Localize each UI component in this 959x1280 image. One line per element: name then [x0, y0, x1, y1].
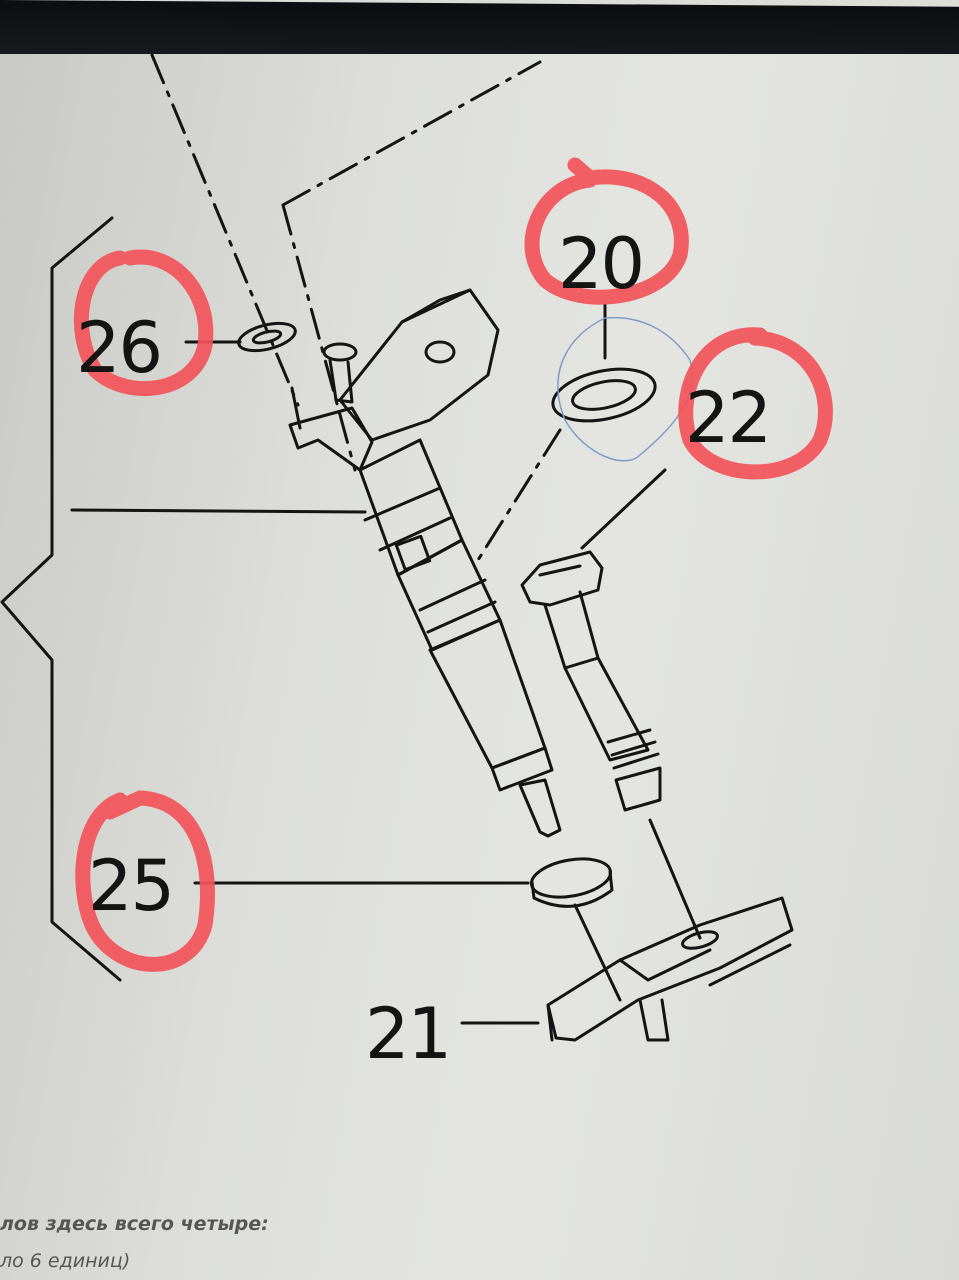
seal-ring-26-inner — [251, 329, 283, 345]
blue-lasso-mark — [557, 316, 693, 462]
highlight-circle-22 — [678, 327, 833, 480]
bolt-22 — [520, 550, 662, 812]
callout-26: 26 — [76, 307, 161, 389]
callout-25: 25 — [88, 845, 173, 927]
axis-line-lower-left — [573, 903, 622, 1002]
caption-line-2: ло 6 единиц) — [0, 1250, 131, 1272]
seal-25 — [529, 857, 613, 899]
seal-25-side — [530, 870, 614, 908]
highlight-circle-20 — [524, 157, 689, 305]
leader-22 — [580, 468, 667, 550]
seal-ring-26 — [237, 321, 297, 353]
axis-line-left — [281, 203, 357, 472]
washer-20 — [551, 367, 657, 423]
axis-line-upper — [281, 60, 542, 207]
axis-line-lower-right — [648, 818, 702, 940]
callout-20: 20 — [558, 223, 643, 305]
injector — [288, 288, 562, 838]
caption-line-1: лов здесь всего четыре: — [0, 1213, 269, 1235]
group-bracket — [0, 216, 122, 982]
clamp-21 — [546, 896, 794, 1042]
highlight-circle-25 — [75, 790, 215, 972]
axis-line-washer — [476, 428, 562, 562]
leader-injector — [70, 508, 367, 514]
callout-21: 21 — [365, 993, 450, 1075]
callout-22: 22 — [685, 377, 770, 459]
highlight-circle-26 — [73, 249, 214, 397]
axis-line-injector — [150, 53, 300, 407]
washer-20-inner — [571, 379, 637, 411]
